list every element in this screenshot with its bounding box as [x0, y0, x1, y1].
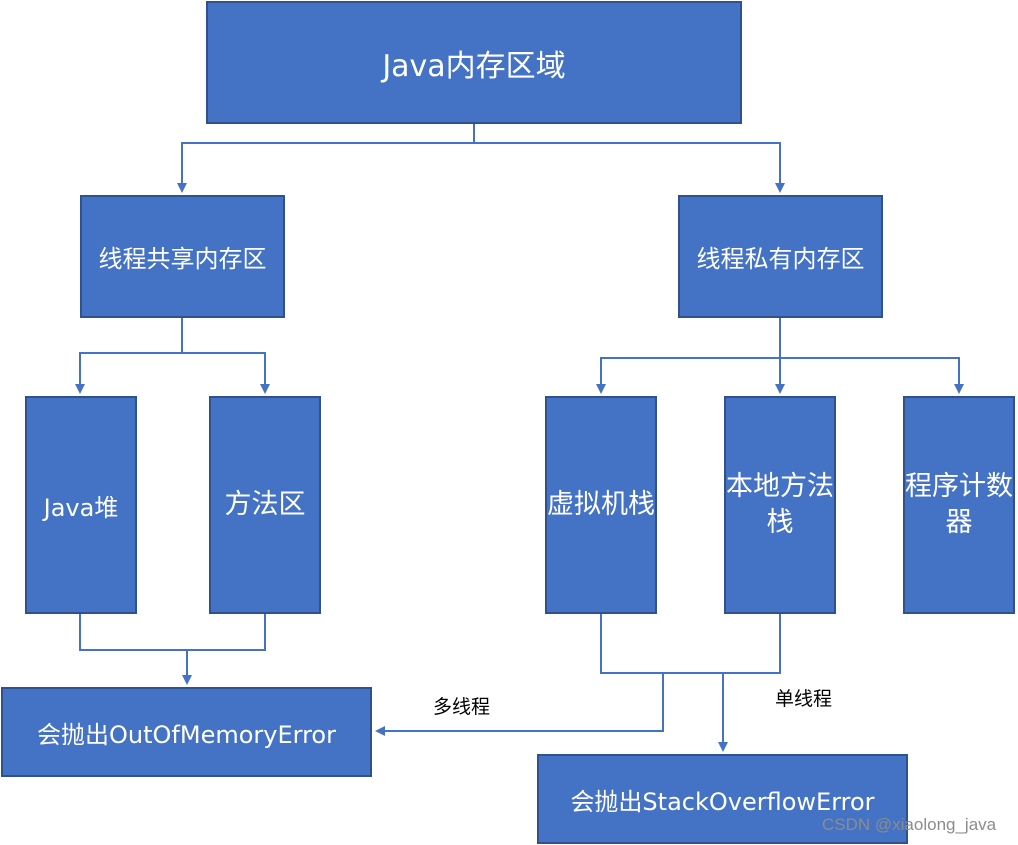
node-out-of-memory-error-label: 会抛出OutOfMemoryError [37, 720, 336, 749]
node-stack-overflow-error-label: 会抛出StackOverflowError [570, 787, 875, 816]
node-thread-shared-memory: 线程共享内存区 [80, 195, 285, 318]
node-out-of-memory-error: 会抛出OutOfMemoryError [1, 687, 372, 777]
node-java-memory-area-label: Java内存区域 [382, 48, 566, 84]
node-vm-stack: 虚拟机栈 [545, 396, 657, 614]
edge-label-multi-thread: 多线程 [433, 696, 491, 718]
node-program-counter: 程序计数器 [903, 396, 1015, 614]
edge-shared-to-heap [75, 318, 183, 394]
node-stack-overflow-error: 会抛出StackOverflowError [537, 754, 908, 844]
edge-shared-to-method-area [182, 352, 270, 394]
node-thread-private-memory-label: 线程私有内存区 [696, 245, 865, 273]
node-native-method-stack-label: 本地方法栈 [726, 470, 834, 538]
edge-root-to-private [474, 142, 785, 193]
node-method-area-label: 方法区 [224, 488, 306, 520]
edge-multi-thread-to-oom [375, 673, 664, 736]
watermark: CSDN @xiaolong_java [822, 815, 997, 834]
edge-root-to-shared [177, 124, 475, 193]
node-java-heap-label: Java堆 [43, 493, 119, 522]
edge-private-to-pc-register [780, 357, 964, 394]
edge-private-to-vm-stack [596, 318, 781, 394]
edge-stacks-merge [600, 614, 781, 674]
node-thread-shared-memory-label: 线程共享内存区 [98, 245, 267, 273]
node-program-counter-label: 程序计数器 [905, 470, 1013, 538]
node-java-memory-area: Java内存区域 [206, 1, 742, 124]
node-thread-private-memory: 线程私有内存区 [678, 195, 883, 318]
node-vm-stack-label: 虚拟机栈 [547, 488, 655, 520]
edge-heap-to-oom [79, 614, 266, 651]
edge-label-single-thread: 单线程 [775, 688, 833, 710]
node-native-method-stack: 本地方法栈 [724, 396, 836, 614]
node-method-area: 方法区 [209, 396, 321, 614]
node-java-heap: Java堆 [25, 396, 137, 614]
